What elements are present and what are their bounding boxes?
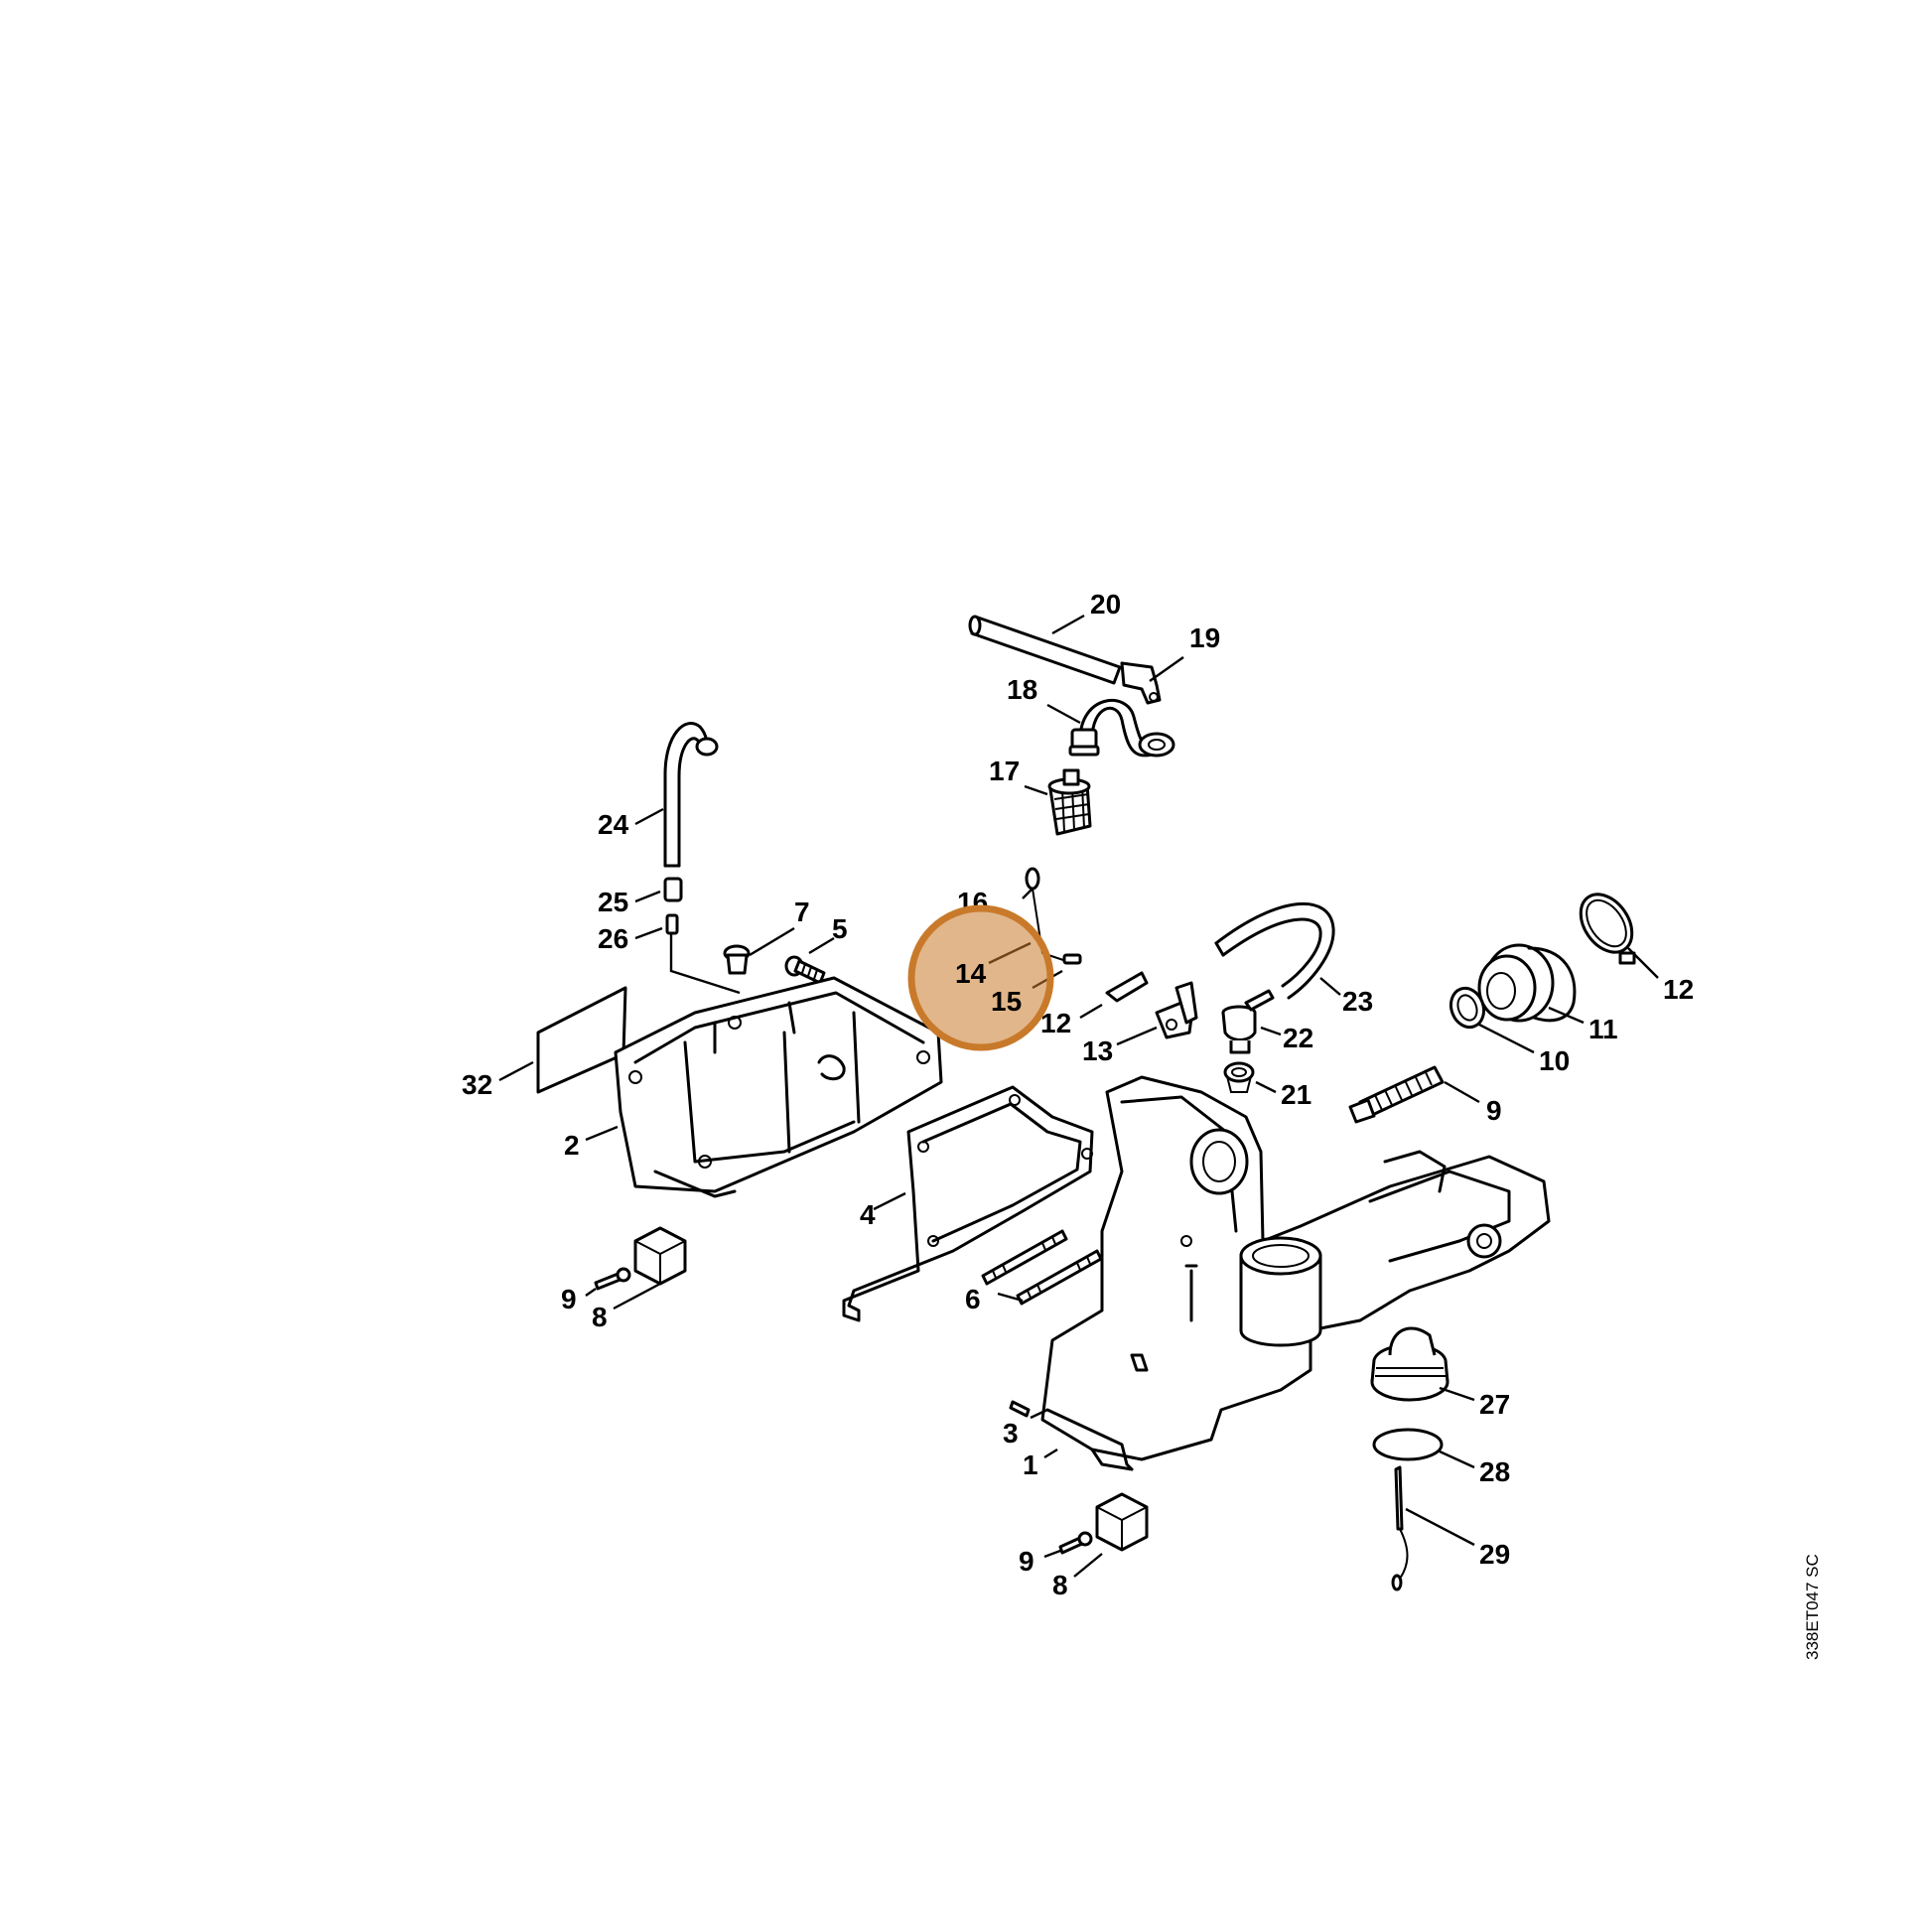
callout-32[interactable]: 32	[462, 1069, 492, 1100]
callout-11[interactable]: 10	[1539, 1045, 1570, 1076]
part-crankcase[interactable]	[1040, 1075, 1551, 1471]
callout-2[interactable]: 2	[564, 1130, 580, 1161]
reference-code: 338ET047 SC	[1803, 1554, 1822, 1660]
part-spring[interactable]	[1348, 1065, 1445, 1124]
callout-22[interactable]: 20	[1090, 589, 1121, 620]
part-damper-lower[interactable]	[1095, 1492, 1149, 1552]
callout-25[interactable]: 23	[1342, 986, 1373, 1017]
part-small-pin[interactable]	[1009, 1400, 1031, 1418]
part-oil-cap[interactable]	[1370, 1326, 1449, 1402]
part-ring[interactable]	[1446, 984, 1489, 1033]
part-pickup-hose[interactable]	[1068, 699, 1175, 758]
part-o-ring[interactable]	[1372, 1428, 1444, 1461]
part-damper-upper[interactable]	[633, 1226, 687, 1286]
callout-17[interactable]: 15	[991, 986, 1022, 1017]
part-gasket[interactable]	[842, 1085, 1094, 1322]
callout-27[interactable]: 25	[598, 887, 628, 917]
highlight-circle	[907, 904, 1054, 1051]
callout-8-lower[interactable]: 8	[1052, 1570, 1068, 1600]
part-screw-lower[interactable]	[1058, 1531, 1093, 1555]
callout-29[interactable]: 27	[1479, 1389, 1510, 1420]
callout-23[interactable]: 21	[1281, 1079, 1311, 1110]
callout-1[interactable]: 1	[1023, 1449, 1038, 1480]
part-pin[interactable]	[665, 913, 679, 935]
callout-6[interactable]: 6	[965, 1284, 981, 1314]
callout-10[interactable]: 9	[1486, 1095, 1502, 1126]
part-intake-manifold[interactable]	[1477, 943, 1577, 1023]
callout-24[interactable]: 22	[1283, 1023, 1313, 1053]
callout-26[interactable]: 24	[598, 809, 629, 840]
part-valve[interactable]	[663, 877, 683, 902]
part-hose-clamp[interactable]	[1571, 885, 1643, 965]
part-screw-upper[interactable]	[594, 1267, 631, 1291]
part-screw[interactable]	[784, 955, 826, 985]
callout-14[interactable]: 12	[1040, 1008, 1071, 1038]
callout-3[interactable]: 3	[1003, 1418, 1019, 1449]
callout-21[interactable]: 19	[1189, 622, 1220, 653]
part-oil-pickup[interactable]	[1221, 989, 1275, 1054]
callout-4[interactable]: 4	[860, 1199, 876, 1230]
callout-30[interactable]: 28	[1479, 1456, 1510, 1487]
part-studs[interactable]	[981, 1229, 1103, 1306]
part-tank-housing[interactable]	[614, 976, 943, 1198]
callout-28[interactable]: 26	[598, 923, 628, 954]
part-clip[interactable]	[1105, 971, 1149, 1003]
part-oil-grommet[interactable]	[1223, 1061, 1255, 1093]
part-fuel-filter[interactable]	[1047, 768, 1092, 836]
callout-31[interactable]: 29	[1479, 1539, 1510, 1570]
part-grommet[interactable]	[723, 944, 751, 975]
callout-13[interactable]: 12	[1663, 974, 1694, 1005]
callout-16[interactable]: 14	[955, 958, 987, 989]
callout-5[interactable]: 5	[832, 913, 848, 944]
callout-20[interactable]: 18	[1007, 674, 1037, 705]
highlight-marker[interactable]: 14 15	[907, 904, 1054, 1051]
part-bracket[interactable]	[1155, 981, 1198, 1039]
callout-9-upper[interactable]: 9	[561, 1284, 577, 1314]
callout-8-upper[interactable]: 8	[592, 1302, 608, 1332]
callout-9-lower[interactable]: 9	[1019, 1546, 1035, 1577]
callout-15[interactable]: 13	[1082, 1035, 1113, 1066]
part-vent-hose[interactable]	[663, 722, 719, 868]
part-pickup-wire[interactable]	[1391, 1465, 1409, 1591]
part-elbow-fitting[interactable]	[1120, 661, 1162, 705]
callout-19[interactable]: 17	[989, 756, 1020, 786]
callout-12[interactable]: 11	[1588, 1014, 1618, 1044]
part-label[interactable]	[536, 986, 627, 1094]
part-oil-hose[interactable]	[1214, 901, 1335, 1000]
callout-7[interactable]: 7	[794, 897, 810, 927]
part-fuel-hose[interactable]	[968, 615, 1122, 685]
